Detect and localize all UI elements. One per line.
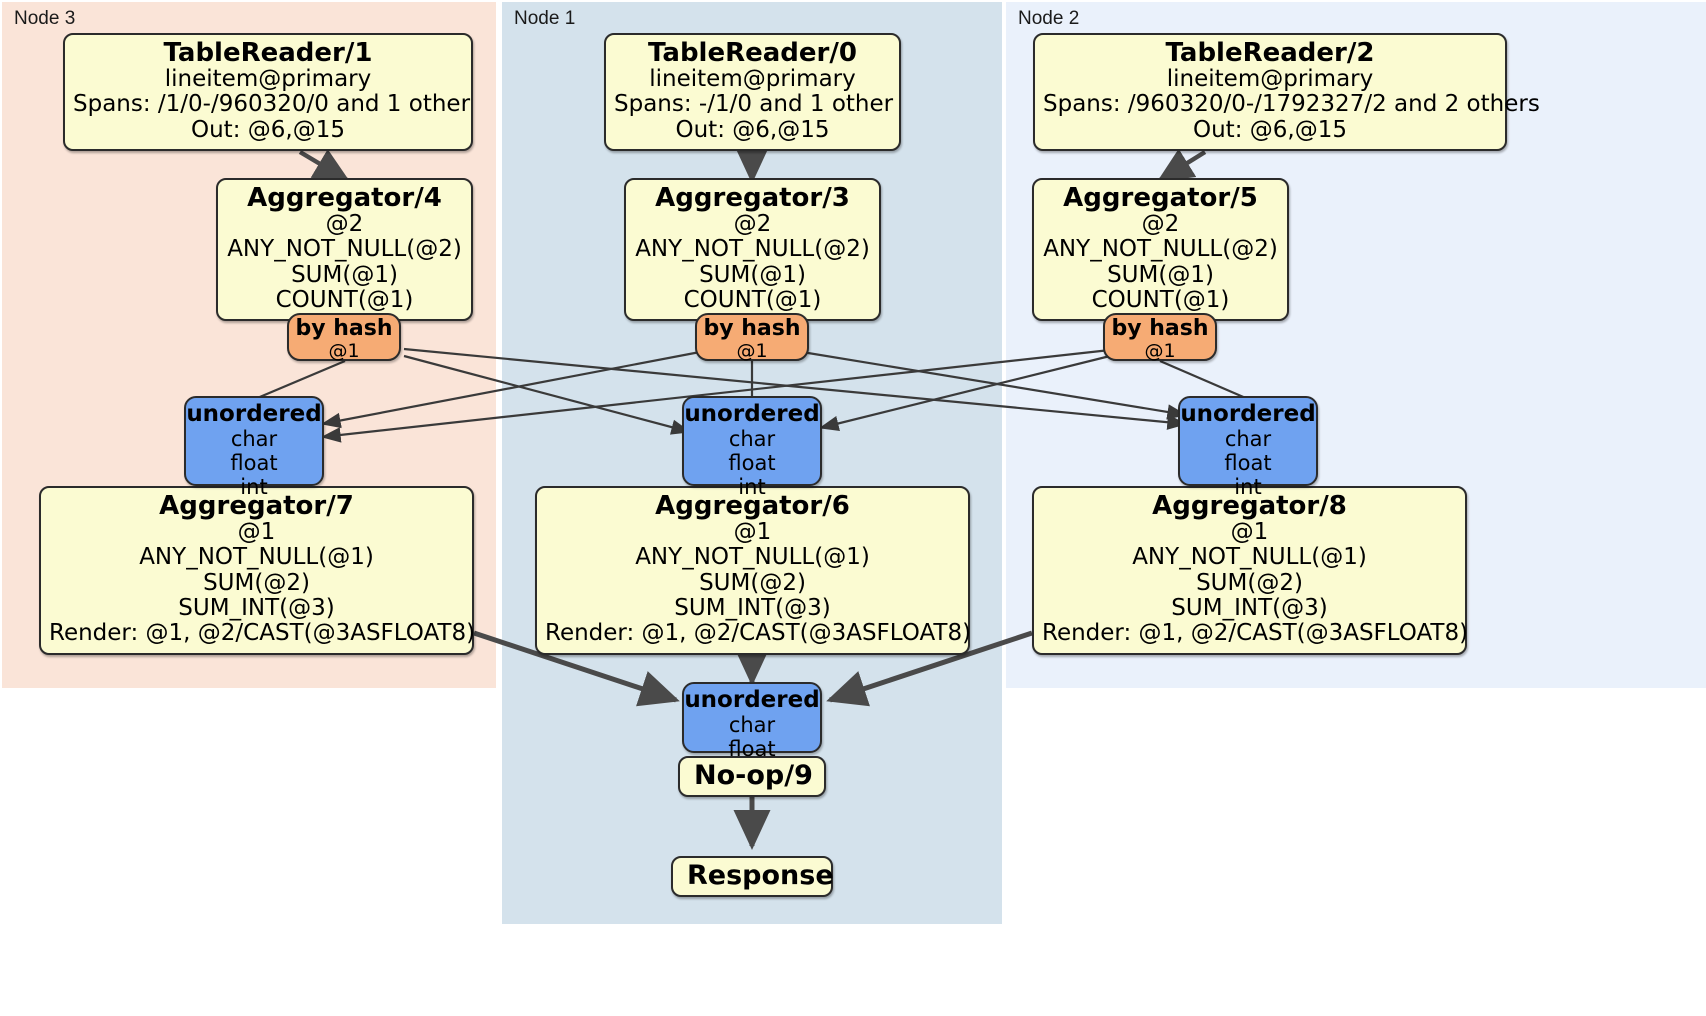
processor-detail: lineitem@primary (164, 66, 372, 93)
processor-detail: @2 (325, 211, 364, 238)
router-title: by hash (703, 316, 801, 341)
processor-detail: COUNT(@1) (683, 286, 822, 313)
processor-title: Response (687, 860, 834, 891)
processor-render: Render: @1, @2/CAST(@3ASFLOAT8) (49, 620, 476, 647)
synchronizer-type: float (728, 450, 776, 475)
processor-title: Aggregator/8 (1152, 491, 1347, 521)
processor-render: Render: @1, @2/CAST(@3ASFLOAT8) (545, 620, 972, 647)
router-detail: @1 (736, 340, 768, 363)
processor-render: Render: @1, @2/CAST(@3ASFLOAT8) (1042, 620, 1469, 647)
processor-detail: SUM(@1) (699, 261, 806, 288)
processor-aggregator-6[interactable]: Aggregator/6 @1 ANY_NOT_NULL(@1) SUM(@2)… (535, 486, 972, 655)
processor-detail: Spans: /1/0-/960320/0 and 1 other (73, 91, 471, 118)
processor-detail: SUM(@2) (1196, 569, 1303, 596)
processor-detail: lineitem@primary (1166, 66, 1374, 93)
processor-title: Aggregator/7 (159, 491, 354, 521)
processor-detail: ANY_NOT_NULL(@1) (139, 544, 374, 571)
processor-title: TableReader/1 (163, 38, 373, 68)
processor-detail: lineitem@primary (649, 66, 856, 93)
node-label-node-3: Node 3 (14, 8, 76, 29)
router-title: by hash (295, 316, 393, 341)
processor-detail: SUM(@2) (699, 569, 806, 596)
processor-table-reader-1[interactable]: TableReader/1 lineitem@primary Spans: /1… (63, 33, 473, 151)
processor-detail: COUNT(@1) (275, 286, 414, 313)
synchronizer-type: char (1224, 426, 1272, 451)
processor-detail: @1 (1230, 519, 1269, 546)
synchronizer-title: unordered (186, 401, 322, 427)
router-detail: @1 (1144, 340, 1176, 363)
synchronizer-unordered-left[interactable]: unordered char float int (184, 396, 324, 499)
processor-title: No-op/9 (694, 760, 813, 791)
processor-title: TableReader/2 (1165, 38, 1375, 68)
processor-detail: Spans: /960320/0-/1792327/2 and 2 others (1043, 91, 1540, 118)
processor-detail: ANY_NOT_NULL(@1) (635, 544, 870, 571)
synchronizer-type: int (240, 474, 268, 499)
synchronizer-unordered-right[interactable]: unordered char float int (1178, 396, 1318, 499)
router-by-hash-right[interactable]: by hash @1 (1103, 313, 1217, 363)
processor-aggregator-5[interactable]: Aggregator/5 @2 ANY_NOT_NULL(@2) SUM(@1)… (1032, 178, 1289, 322)
processor-title: TableReader/0 (648, 38, 857, 68)
processor-detail: ANY_NOT_NULL(@2) (1043, 236, 1278, 263)
node-label-node-1: Node 1 (514, 8, 576, 29)
processor-detail: COUNT(@1) (1091, 286, 1230, 313)
processor-detail: ANY_NOT_NULL(@2) (635, 236, 870, 263)
synchronizer-title: unordered (684, 687, 820, 713)
processor-detail: @1 (733, 519, 772, 546)
processor-title: Aggregator/4 (247, 183, 442, 213)
processor-detail: ANY_NOT_NULL(@1) (1132, 544, 1367, 571)
synchronizer-type: int (738, 474, 766, 499)
node-label-node-2: Node 2 (1018, 8, 1080, 29)
router-title: by hash (1111, 316, 1209, 341)
processor-detail: Spans: -/1/0 and 1 other (614, 91, 894, 118)
synchronizer-type: int (1234, 474, 1262, 499)
synchronizer-title: unordered (1180, 401, 1316, 427)
processor-detail: SUM(@1) (1107, 261, 1214, 288)
synchronizer-title: unordered (684, 401, 820, 427)
synchronizer-type: float (728, 736, 776, 761)
processor-aggregator-7[interactable]: Aggregator/7 @1 ANY_NOT_NULL(@1) SUM(@2)… (39, 486, 476, 655)
synchronizer-type: char (728, 712, 776, 737)
synchronizer-type: float (230, 450, 278, 475)
router-by-hash-center[interactable]: by hash @1 (695, 313, 809, 363)
processor-detail: Out: @6,@15 (675, 116, 830, 143)
processor-detail: Out: @6,@15 (191, 116, 345, 143)
synchronizer-unordered-center[interactable]: unordered char float int (682, 396, 822, 499)
processor-title: Aggregator/5 (1063, 183, 1258, 213)
processor-title: Aggregator/3 (655, 183, 850, 213)
processor-aggregator-4[interactable]: Aggregator/4 @2 ANY_NOT_NULL(@2) SUM(@1)… (216, 178, 473, 322)
processor-detail: ANY_NOT_NULL(@2) (227, 236, 462, 263)
processor-detail: SUM_INT(@3) (1171, 594, 1328, 621)
processor-detail: Out: @6,@15 (1193, 116, 1347, 143)
processor-detail: @1 (237, 519, 276, 546)
synchronizer-unordered-final[interactable]: unordered char float (682, 682, 822, 761)
processor-aggregator-8[interactable]: Aggregator/8 @1 ANY_NOT_NULL(@1) SUM(@2)… (1032, 486, 1469, 655)
processor-table-reader-0[interactable]: TableReader/0 lineitem@primary Spans: -/… (604, 33, 901, 151)
processor-aggregator-3[interactable]: Aggregator/3 @2 ANY_NOT_NULL(@2) SUM(@1)… (624, 178, 881, 322)
processor-detail: @2 (733, 211, 772, 238)
processor-title: Aggregator/6 (655, 491, 850, 521)
processor-noop-9[interactable]: No-op/9 (678, 756, 826, 798)
processor-detail: SUM(@2) (203, 569, 310, 596)
processor-detail: SUM_INT(@3) (178, 594, 335, 621)
processor-detail: SUM(@1) (291, 261, 398, 288)
router-detail: @1 (328, 340, 360, 363)
processor-detail: @2 (1141, 211, 1180, 238)
processor-response[interactable]: Response (671, 856, 834, 898)
processor-table-reader-2[interactable]: TableReader/2 lineitem@primary Spans: /9… (1033, 33, 1540, 151)
synchronizer-type: char (728, 426, 776, 451)
router-by-hash-left[interactable]: by hash @1 (287, 313, 401, 363)
synchronizer-type: float (1224, 450, 1272, 475)
synchronizer-type: char (230, 426, 278, 451)
processor-detail: SUM_INT(@3) (674, 594, 831, 621)
